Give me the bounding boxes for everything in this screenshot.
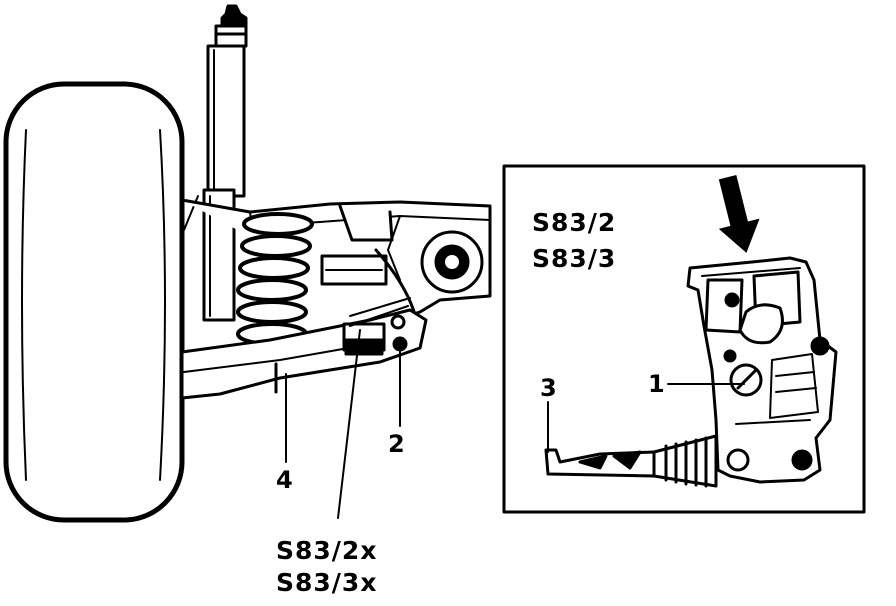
component-code-main-1: S83/2x — [276, 536, 378, 565]
wheel — [3, 81, 185, 523]
leader-lines-main — [285, 329, 401, 519]
callout-1: 1 — [648, 370, 665, 398]
leader-lines-inset — [547, 383, 745, 453]
inset-frame — [502, 164, 866, 514]
component-code-main-2: S83/3x — [276, 568, 378, 597]
coil-spring — [236, 212, 314, 346]
callout-2: 2 — [388, 430, 405, 458]
callout-4: 4 — [276, 466, 293, 494]
shock-absorber — [183, 4, 248, 322]
level-sensor-main — [342, 297, 411, 356]
callout-3: 3 — [540, 374, 557, 402]
inset-sensor — [686, 256, 838, 484]
inset-connector — [544, 434, 718, 488]
lower-control-arm — [180, 308, 428, 400]
inset-arrow — [718, 174, 760, 253]
component-code-inset-1: S83/2 — [532, 208, 617, 237]
component-code-inset-2: S83/3 — [532, 244, 617, 273]
